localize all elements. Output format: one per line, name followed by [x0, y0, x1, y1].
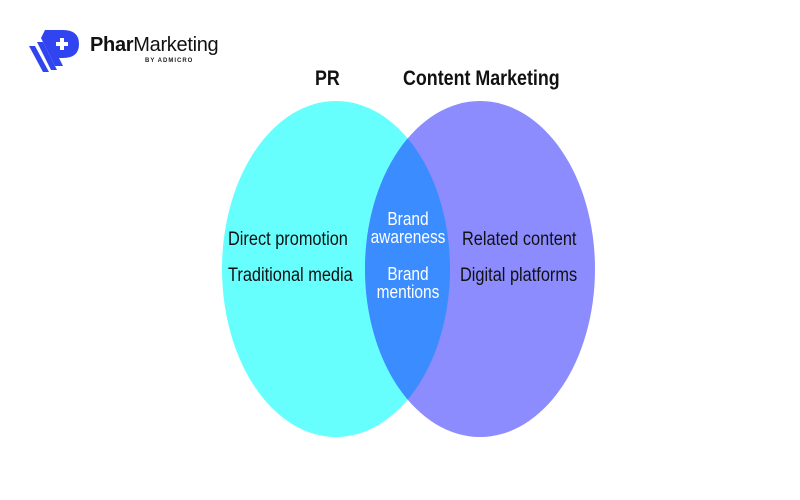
pharmarketing-logo-icon — [29, 30, 79, 72]
cm-item-digital-platforms: Digital platforms — [460, 265, 578, 286]
intersection-region — [365, 101, 450, 437]
intersection-item-brand-awareness: Brand awareness — [361, 210, 456, 246]
brand-awareness-line1: Brand — [387, 209, 429, 229]
logo-wordmark: PharMarketing — [90, 34, 219, 56]
intersection-item-brand-mentions: Brand mentions — [361, 265, 456, 301]
brand-logo: PharMarketing BY ADMICRO — [27, 22, 257, 77]
set-title-pr: PR — [315, 67, 340, 90]
logo-name-bold: Phar — [90, 34, 134, 56]
cm-item-related-content: Related content — [462, 229, 577, 250]
pr-item-direct-promotion: Direct promotion — [228, 229, 348, 250]
pr-item-traditional-media: Traditional media — [228, 265, 353, 286]
logo-name-regular: Marketing — [133, 34, 219, 56]
brand-awareness-line2: awareness — [370, 227, 446, 247]
brand-mentions-line1: Brand — [387, 264, 429, 284]
logo-subtitle: BY ADMICRO — [145, 58, 194, 64]
brand-mentions-line2: mentions — [376, 282, 440, 302]
set-title-content-marketing: Content Marketing — [403, 67, 560, 90]
